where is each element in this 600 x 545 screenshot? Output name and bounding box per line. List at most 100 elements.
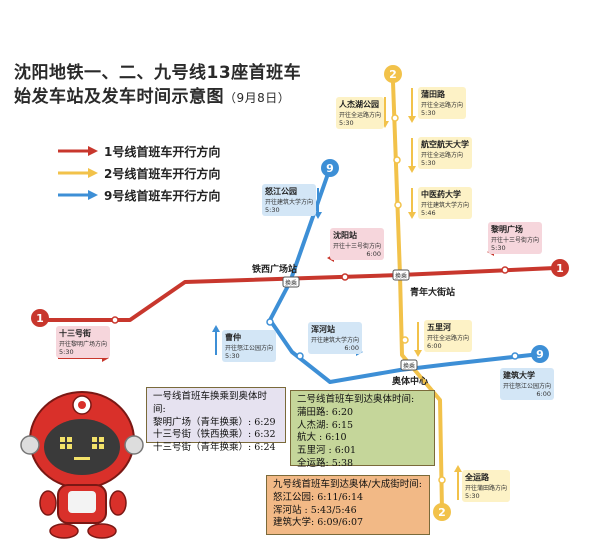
legend-line2: 2号线首班车开行方向: [58, 164, 220, 182]
info1-heading: 一号线首班车换乘到奥体时间:: [153, 391, 268, 415]
line2-north-badge-text: 2: [389, 68, 397, 81]
card-shisan: 十三号街 开往黎明广场方向 5:30: [56, 326, 111, 358]
transfer-tiexi-text: 换乘: [285, 279, 297, 287]
card-hangkong-time: 5:30: [421, 159, 436, 167]
card-zhongyi-dir: 开往建筑大学方向: [421, 202, 470, 209]
info2-row: 航大 : 6:10: [297, 432, 347, 444]
card-putian-dir: 开往全运路方向: [421, 102, 464, 109]
transfer-qingnian-text: 换乘: [395, 272, 407, 280]
card-quanyun-time: 5:30: [465, 492, 480, 500]
arrow-quanyun-head: [454, 465, 462, 472]
info2-heading: 二号线首班车到达奥体时间:: [297, 394, 415, 405]
station-dot-shenyang: [341, 273, 349, 281]
card-putian-name: 蒲田路: [421, 90, 445, 99]
card-shenyang: 沈阳站 开往十三号街方向 6:00: [330, 228, 385, 260]
card-nujiang-time: 5:30: [265, 206, 280, 214]
info1-row: 十三号街（青年换乘）: 6:24: [153, 442, 276, 454]
station-dot-zhongyi: [394, 201, 402, 209]
map-title-date: （9月8日）: [224, 91, 291, 105]
legend-label-line9: 9号线首班车开行方向: [104, 188, 221, 203]
transfer-tiexi-icon: [282, 276, 300, 288]
card-wulihe: 五里河 开往全运路方向 6:00: [424, 320, 473, 352]
card-zhongyi-time: 5:46: [421, 209, 436, 217]
station-dot-liming: [501, 266, 509, 274]
card-caozhong: 曹仲 开往怒江公园方向 5:30: [222, 330, 277, 362]
card-hunhe: 浑河站 开往建筑大学方向 6:00: [308, 322, 363, 354]
line9-north-badge-text: 9: [326, 162, 334, 175]
card-jianzhu: 建筑大学 开往怒江公园方向 6:00: [500, 368, 555, 400]
station-dot-wulihe: [401, 336, 409, 344]
line9-track: [268, 167, 541, 384]
card-putian: 蒲田路 开往全运路方向 5:30: [418, 87, 467, 119]
line1-west-badge-text: 1: [36, 312, 44, 325]
arrow-caozhong-head: [212, 325, 220, 332]
arrow-putian-head: [408, 116, 416, 123]
card-zhongyi-name: 中医药大学: [421, 190, 461, 199]
info1-row: 十三号街（铁西换乘）: 6:32: [153, 429, 276, 441]
info2-row: 人杰湖: 6:15: [297, 419, 354, 431]
card-quanyun-dir: 开往蒲田路方向: [465, 485, 508, 492]
info3-row: 浑河站 : 5:43/5:46: [273, 504, 357, 516]
station-dot-jianzhu: [511, 352, 519, 360]
card-jianzhu-dir: 开往怒江公园方向: [503, 383, 552, 390]
arrow-nujiang-head: [314, 212, 322, 219]
card-shenyang-dir: 开往十三号街方向: [333, 243, 382, 250]
map-title-line1: 沈阳地铁一、二、九号线13座首班车: [14, 63, 302, 83]
info-box-line1: 一号线首班车换乘到奥体时间: 黎明广场（青年换乘）: 6:29 十三号街（铁西换…: [146, 387, 286, 453]
card-renjie-name: 人杰湖公园: [339, 100, 379, 109]
line1-east-badge-text: 1: [556, 262, 564, 275]
card-liming: 黎明广场 开往十三号街方向 5:30: [488, 222, 543, 254]
card-hangkong-name: 航空航天大学: [421, 140, 469, 149]
card-hunhe-name: 浑河站: [311, 325, 335, 334]
station-dot-caozhong: [266, 318, 274, 326]
station-label-aoti: 奥体中心: [392, 377, 429, 387]
card-liming-name: 黎明广场: [491, 225, 523, 234]
line2-track: [391, 81, 444, 511]
map-title-line2: 始发车站及发车时间示意图（9月8日）: [14, 82, 290, 107]
card-hunhe-dir: 开往建筑大学方向: [311, 337, 360, 344]
legend-line1: 1号线首班车开行方向: [58, 142, 220, 160]
card-hunhe-time: 6:00: [344, 344, 360, 352]
station-dot-hunhe: [296, 352, 304, 360]
legend-line9: 9号线首班车开行方向: [58, 186, 220, 204]
card-caozhong-dir: 开往怒江公园方向: [225, 345, 274, 352]
card-wulihe-time: 6:00: [427, 342, 442, 350]
card-liming-time: 5:30: [491, 244, 506, 252]
station-dot-quanyun: [438, 476, 446, 484]
legend-arrow-blue-icon: [58, 190, 98, 200]
line2-south-badge: [433, 503, 451, 521]
card-quanyun-name: 全运路: [465, 473, 489, 482]
legend-label-line1: 1号线首班车开行方向: [104, 144, 221, 159]
card-quanyun: 全运路 开往蒲田路方向 5:30: [462, 470, 511, 502]
card-shenyang-time: 6:00: [366, 250, 382, 258]
info1-row: 黎明广场（青年换乘）: 6:29: [153, 416, 276, 428]
station-label-tiexi: 铁西广场站: [252, 265, 298, 275]
arrow-wulihe-head: [414, 350, 422, 357]
card-nujiang: 怒江公园 开往建筑大学方向 5:30: [262, 184, 317, 216]
info3-heading: 九号线首班车到达奥体/大成街时间:: [273, 479, 422, 490]
card-shisan-dir: 开往黎明广场方向: [59, 341, 108, 348]
card-wulihe-dir: 开往全运路方向: [427, 335, 470, 342]
card-caozhong-time: 5:30: [225, 352, 240, 360]
line2-north-badge: [384, 65, 402, 83]
info2-row: 全运路: 5:38: [297, 458, 354, 470]
line2-south-badge-text: 2: [438, 506, 446, 519]
card-nujiang-name: 怒江公园: [265, 187, 297, 196]
legend-label-line2: 2号线首班车开行方向: [104, 166, 221, 181]
map-title-line2-text: 始发车站及发车时间示意图: [14, 87, 224, 107]
arrow-zhongyi-head: [408, 212, 416, 219]
card-shenyang-name: 沈阳站: [333, 231, 357, 240]
line9-east-badge-text: 9: [536, 348, 544, 361]
card-jianzhu-time: 6:00: [536, 390, 552, 398]
transfer-aoti-text: 换乘: [403, 362, 415, 370]
line1-east-badge: [551, 259, 569, 277]
info3-row: 建筑大学: 6:09/6:07: [273, 517, 364, 529]
line1-track: [40, 266, 556, 322]
card-hangkong: 航空航天大学 开往全运路方向 5:30: [418, 137, 472, 169]
card-renjie-time: 5:30: [339, 119, 354, 127]
card-liming-dir: 开往十三号街方向: [491, 237, 540, 244]
card-hangkong-dir: 开往全运路方向: [421, 152, 464, 159]
legend-arrow-yellow-icon: [58, 168, 98, 178]
card-renjie-dir: 开往全运路方向: [339, 112, 382, 119]
info-box-line2: 二号线首班车到达奥体时间: 蒲田路: 6:20 人杰湖: 6:15 航大 : 6…: [290, 390, 435, 469]
